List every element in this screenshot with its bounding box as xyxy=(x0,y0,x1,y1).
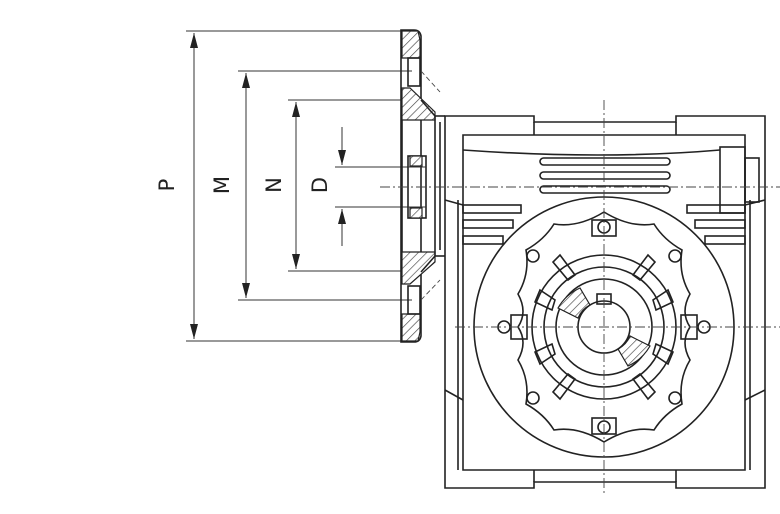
label-p: P xyxy=(155,179,179,192)
gearbox-housing xyxy=(444,115,766,489)
flange-section xyxy=(400,29,445,343)
dimension-labels: P M N D xyxy=(155,176,332,194)
label-n: N xyxy=(262,177,286,193)
dimension-lines xyxy=(186,30,420,342)
label-m: M xyxy=(210,176,234,194)
label-d: D xyxy=(308,177,332,193)
center-lines xyxy=(380,100,780,495)
